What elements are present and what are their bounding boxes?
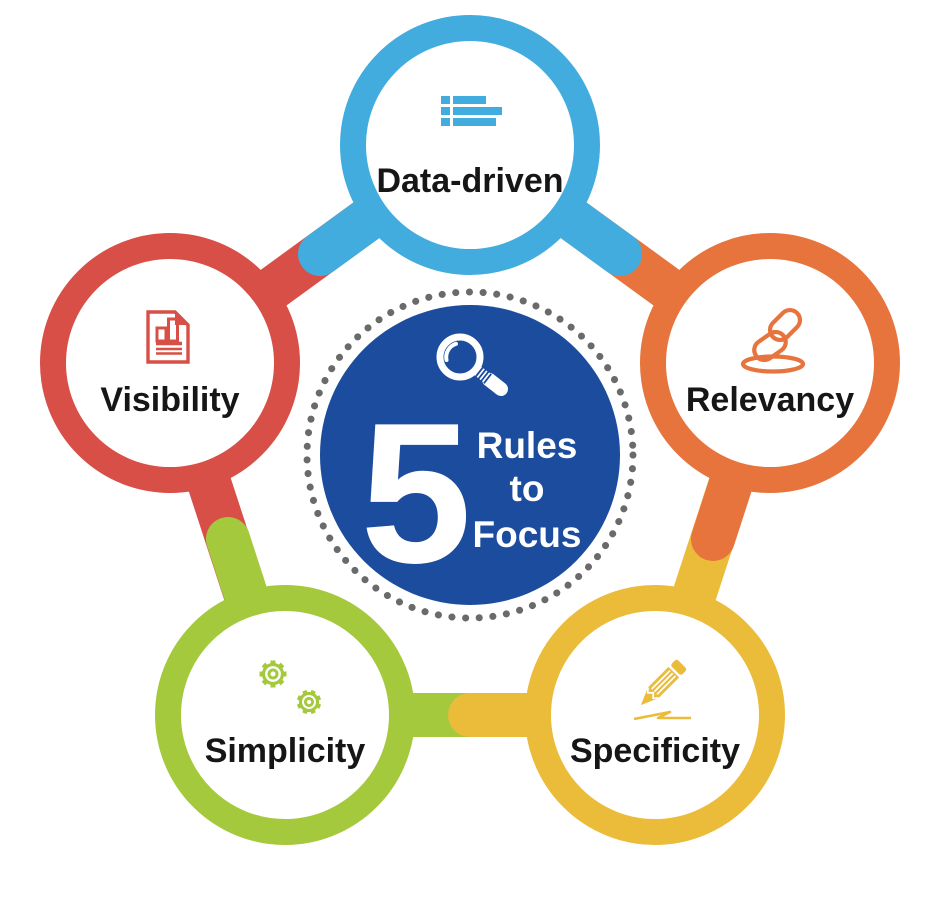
pencil-icon (633, 659, 691, 721)
center-line-1: Rules (477, 425, 578, 466)
center-number: 5 (360, 382, 471, 605)
label-data-driven: Data-driven (376, 162, 563, 200)
center-dotted-ring (303, 288, 637, 622)
list-bars-icon (441, 96, 502, 126)
ring-relevancy (640, 233, 900, 493)
center-hub: 5 Rules to Focus (303, 288, 637, 622)
document-chart-icon (146, 310, 190, 364)
label-visibility: Visibility (100, 381, 239, 419)
label-relevancy: Relevancy (686, 381, 854, 419)
chain-link-icon (740, 307, 806, 374)
ring-simplicity (155, 585, 415, 845)
center-circle (320, 305, 620, 605)
label-specificity: Specificity (570, 732, 740, 770)
center-line-3: Focus (473, 514, 582, 555)
magnifier-icon (436, 333, 508, 397)
center-line-2: to (510, 468, 545, 509)
pencil-squiggle (633, 710, 691, 721)
label-simplicity: Simplicity (205, 732, 366, 770)
ring-data-driven (340, 15, 600, 275)
gears-icon (259, 660, 322, 715)
node-ring-data-driven (298, 15, 642, 276)
